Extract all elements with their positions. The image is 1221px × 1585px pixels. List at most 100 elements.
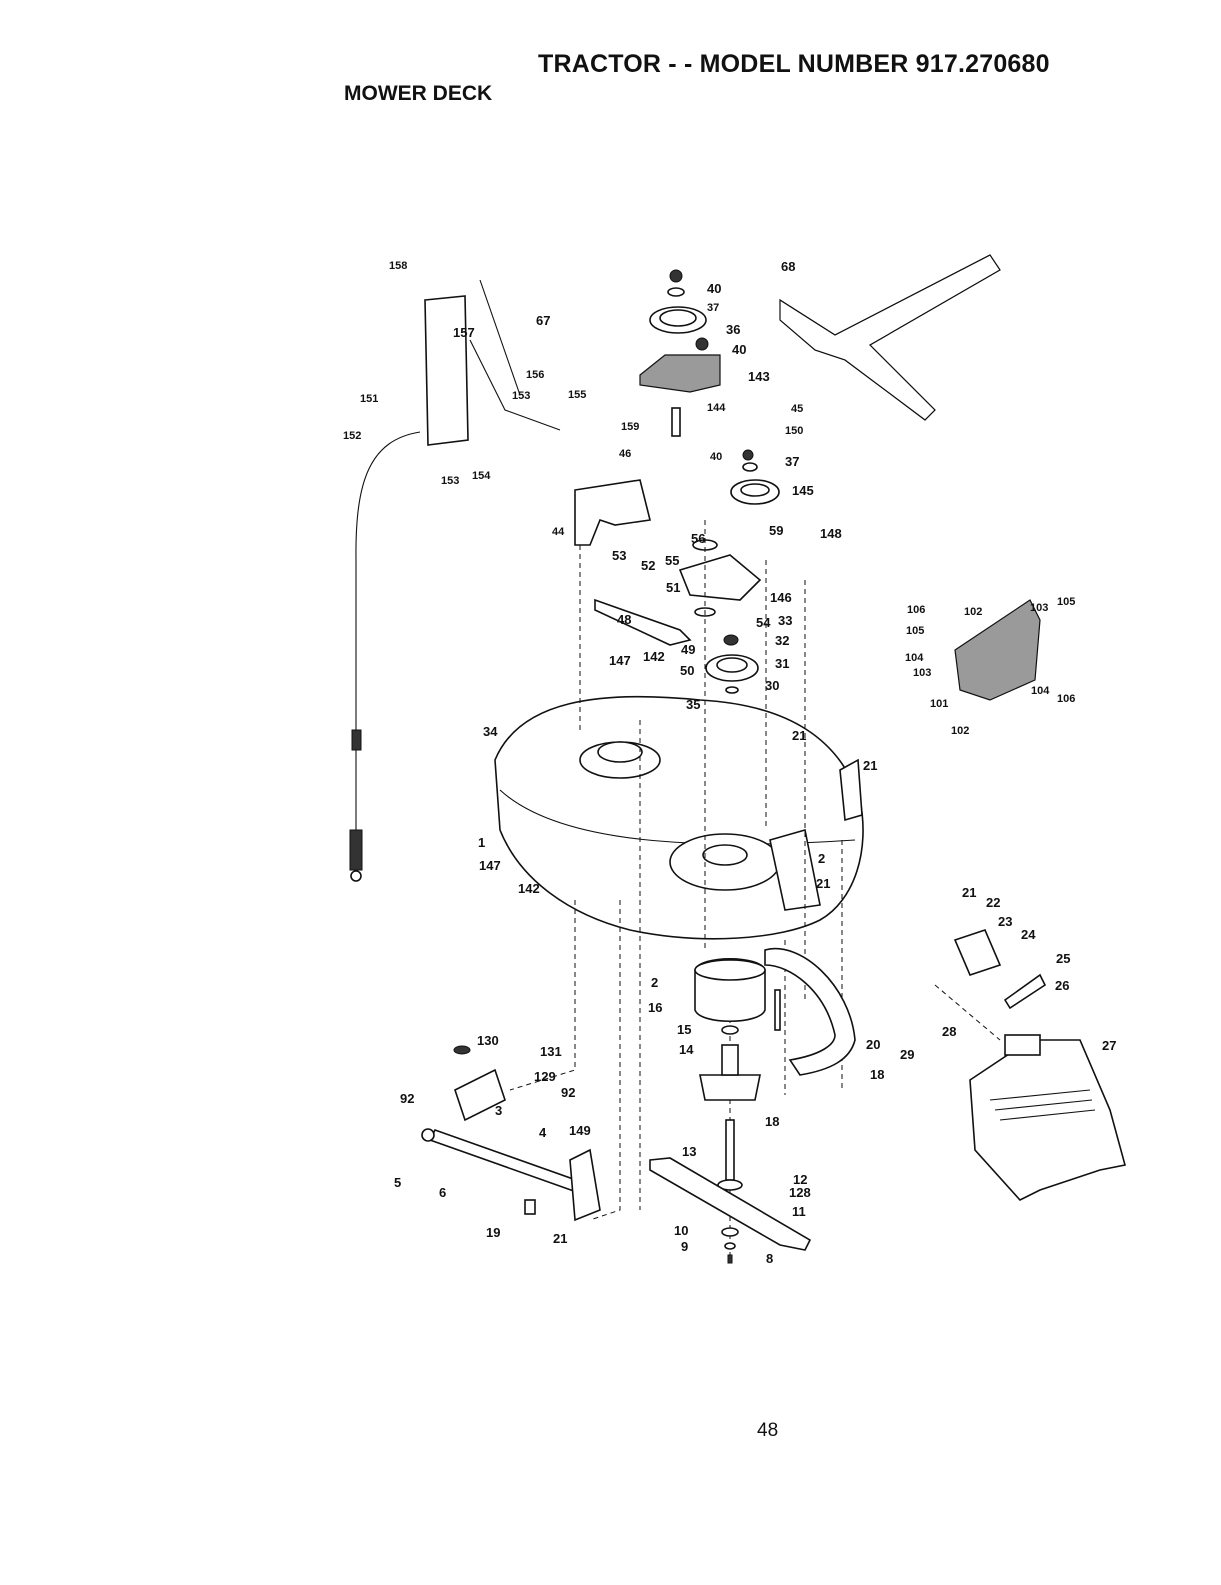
part-callout: 153 <box>441 475 459 487</box>
part-callout: 14 <box>679 1042 694 1057</box>
part-callout: 106 <box>907 604 925 616</box>
chute-hinge-bracket <box>953 929 1047 1010</box>
part-callout: 54 <box>756 615 771 630</box>
part-callout: 25 <box>1056 951 1070 966</box>
part-callout: 103 <box>913 667 931 679</box>
part-callout: 106 <box>1057 693 1075 705</box>
part-callout: 51 <box>666 580 680 595</box>
part-callout: 105 <box>906 625 924 637</box>
part-callout: 1 <box>478 835 485 850</box>
part-callout: 154 <box>472 470 491 482</box>
part-callout: 147 <box>609 653 631 668</box>
part-callout: 151 <box>360 393 378 405</box>
part-callout: 21 <box>816 876 830 891</box>
mower-deck-shell <box>494 695 864 940</box>
part-callout: 157 <box>453 325 475 340</box>
part-callout: 22 <box>986 895 1000 910</box>
part-callout: 159 <box>621 421 639 433</box>
side-deflector-panel <box>954 599 1041 701</box>
part-callout: 5 <box>394 1175 401 1190</box>
part-callout: 128 <box>789 1185 811 1200</box>
part-callout: 156 <box>526 369 544 381</box>
belt-guide <box>574 479 651 546</box>
part-callout: 142 <box>518 881 540 896</box>
part-callout: 23 <box>998 914 1012 929</box>
part-callout: 33 <box>778 613 792 628</box>
part-callout: 103 <box>1030 602 1048 614</box>
part-callout: 148 <box>820 526 842 541</box>
part-callout: 18 <box>870 1067 884 1082</box>
part-callout: 2 <box>651 975 658 990</box>
page-title: TRACTOR - - MODEL NUMBER 917.270680 <box>538 50 1050 78</box>
part-callout: 6 <box>439 1185 446 1200</box>
part-callout: 152 <box>343 430 361 442</box>
part-callout: 21 <box>792 728 806 743</box>
part-callout: 12 <box>793 1172 807 1187</box>
assembly-guide-lines <box>509 520 1001 1260</box>
part-callout: 150 <box>785 425 803 437</box>
part-callout: 49 <box>681 642 695 657</box>
part-callout: 10 <box>674 1223 688 1238</box>
part-callout: 3 <box>495 1103 502 1118</box>
part-callout: 153 <box>512 390 530 402</box>
part-callout: 27 <box>1102 1038 1116 1053</box>
spindle-assembly <box>694 957 766 1191</box>
part-callout: 21 <box>863 758 877 773</box>
part-callout: 24 <box>1021 927 1036 942</box>
part-callout: 149 <box>569 1123 591 1138</box>
part-callout: 102 <box>951 725 969 737</box>
part-callout: 21 <box>553 1231 567 1246</box>
part-callout: 34 <box>483 724 498 739</box>
front-link-assembly <box>421 1045 601 1222</box>
part-callout: 29 <box>900 1047 914 1062</box>
idler-pulley-assembly <box>639 269 780 505</box>
part-callout: 155 <box>568 389 586 401</box>
part-callout: 147 <box>479 858 501 873</box>
part-callout: 52 <box>641 558 655 573</box>
part-callout: 40 <box>707 281 721 296</box>
part-callout: 130 <box>477 1033 499 1048</box>
part-callout: 92 <box>561 1085 575 1100</box>
part-callout: 30 <box>765 678 779 693</box>
lift-cable-assembly <box>349 279 561 882</box>
discharge-chute <box>969 1034 1126 1201</box>
part-callout: 19 <box>486 1225 500 1240</box>
part-callout: 102 <box>964 606 982 618</box>
part-callout: 37 <box>785 454 799 469</box>
part-callout: 143 <box>748 369 770 384</box>
part-callout: 105 <box>1057 596 1075 608</box>
part-callout: 144 <box>707 402 726 414</box>
part-callout: 15 <box>677 1022 691 1037</box>
part-callout: 53 <box>612 548 626 563</box>
part-callout: 44 <box>552 526 565 538</box>
part-callout: 2 <box>818 851 825 866</box>
part-callout: 9 <box>681 1239 688 1254</box>
part-callout: 50 <box>680 663 694 678</box>
part-callout: 13 <box>682 1144 696 1159</box>
part-callout: 11 <box>792 1204 806 1219</box>
part-callout: 67 <box>536 313 550 328</box>
page-number: 48 <box>757 1420 779 1441</box>
part-callout: 104 <box>1031 685 1050 697</box>
part-callout: 101 <box>930 698 948 710</box>
part-callout: 55 <box>665 553 679 568</box>
part-callout: 131 <box>540 1044 562 1059</box>
part-callout: 68 <box>781 259 795 274</box>
part-callout: 56 <box>691 531 705 546</box>
part-callout: 16 <box>648 1000 662 1015</box>
part-callout: 32 <box>775 633 789 648</box>
part-callout: 4 <box>539 1125 547 1140</box>
section-heading: MOWER DECK <box>344 82 493 105</box>
part-callout: 59 <box>769 523 783 538</box>
part-callout: 129 <box>534 1069 556 1084</box>
part-callout: 46 <box>619 448 631 460</box>
part-callout: 146 <box>770 590 792 605</box>
part-callout: 21 <box>962 885 976 900</box>
part-callout: 36 <box>726 322 740 337</box>
part-callout: 142 <box>643 649 665 664</box>
part-callout: 40 <box>710 451 722 463</box>
part-callout: 48 <box>617 612 631 627</box>
part-callout: 37 <box>707 302 719 314</box>
